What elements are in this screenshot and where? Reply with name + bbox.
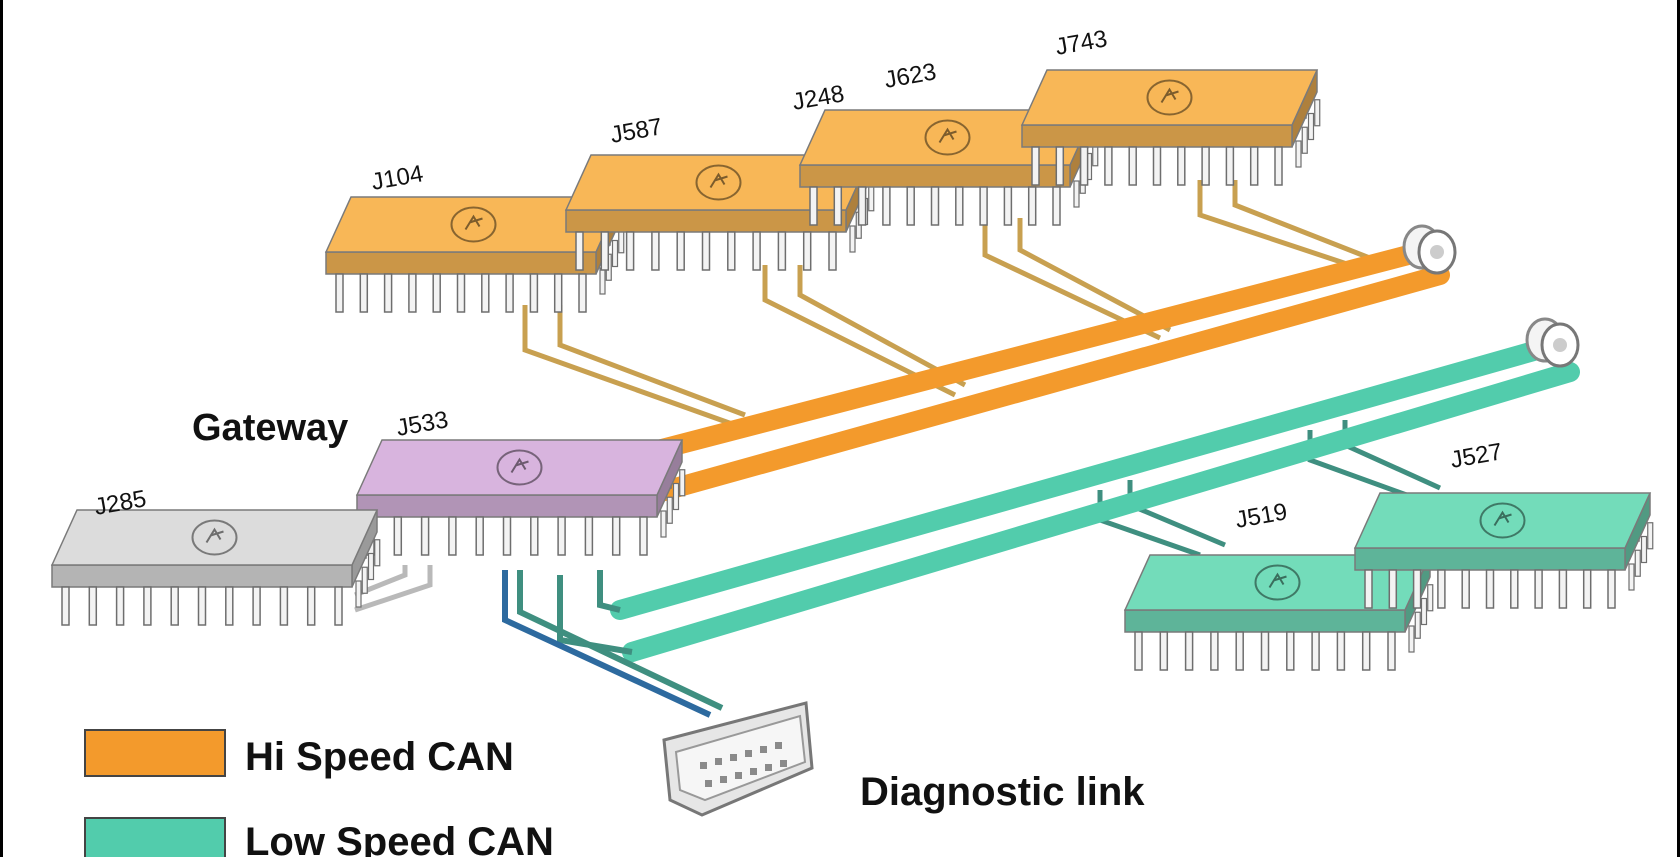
chip-j533-gateway (355, 439, 686, 556)
right-frame-border (1677, 0, 1680, 857)
chip-j248-j623-front-pins (809, 139, 1099, 226)
chip-j743 (1020, 69, 1321, 186)
diagnostic-cable (502, 570, 724, 718)
chip-j285-logo-icon (191, 519, 238, 556)
chip-j527-logo-icon (1479, 502, 1526, 539)
chip-j104-front-pins (335, 226, 625, 313)
gateway-title: Gateway (192, 407, 348, 449)
label-j743: J743 (1053, 25, 1109, 61)
chip-j248-j623 (798, 109, 1099, 226)
legend-low-speed-swatch (84, 817, 226, 857)
chip-j248-j623-logo-icon (924, 119, 971, 156)
hi-speed-can-bus (522, 180, 1457, 505)
low-speed-line-a (610, 335, 1565, 620)
chip-j743-front-pins (1031, 99, 1321, 186)
chip-j533-gateway-front-pins (366, 469, 686, 556)
diagnostic-link-label: Diagnostic link (860, 770, 1145, 814)
label-j527: J527 (1448, 438, 1504, 474)
label-j623: J623 (882, 58, 938, 94)
low-speed-terminator-icon (1525, 317, 1580, 368)
hi-speed-line-a (590, 242, 1430, 475)
chip-j743-logo-icon (1146, 79, 1193, 116)
chip-j104-logo-icon (450, 206, 497, 243)
chip-j519-front-pins (1134, 584, 1434, 671)
label-j519: J519 (1233, 498, 1289, 534)
legend-hi-speed-swatch (84, 729, 226, 777)
left-frame-border (0, 0, 3, 857)
diagnostic-pins (700, 742, 787, 787)
legend-low-speed-label: Low Speed CAN (245, 820, 554, 857)
label-j533: J533 (394, 406, 450, 442)
legend: Hi Speed CAN Low Speed CAN (84, 729, 554, 857)
chip-j533-gateway-logo-icon (496, 449, 543, 486)
chip-j285 (50, 509, 381, 626)
label-j587: J587 (608, 113, 664, 149)
low-speed-line-b (622, 362, 1580, 662)
hi-speed-line-b (640, 265, 1450, 505)
chip-j587-logo-icon (695, 164, 742, 201)
chip-j519-logo-icon (1254, 564, 1301, 601)
chip-j527-front-pins (1364, 522, 1654, 609)
chip-j527 (1353, 492, 1654, 609)
hi-speed-stub-wires (522, 180, 1381, 428)
legend-hi-speed-label: Hi Speed CAN (245, 735, 514, 779)
diagnostic-connector-icon (662, 701, 814, 817)
low-speed-can-bus (610, 317, 1580, 662)
chip-j285-front-pins (61, 539, 381, 626)
label-j104: J104 (369, 160, 425, 196)
hi-speed-terminator-icon (1402, 224, 1457, 275)
chips-layer (50, 69, 1654, 671)
j285-gateway-connector (354, 565, 433, 613)
chip-j519 (1123, 554, 1434, 671)
